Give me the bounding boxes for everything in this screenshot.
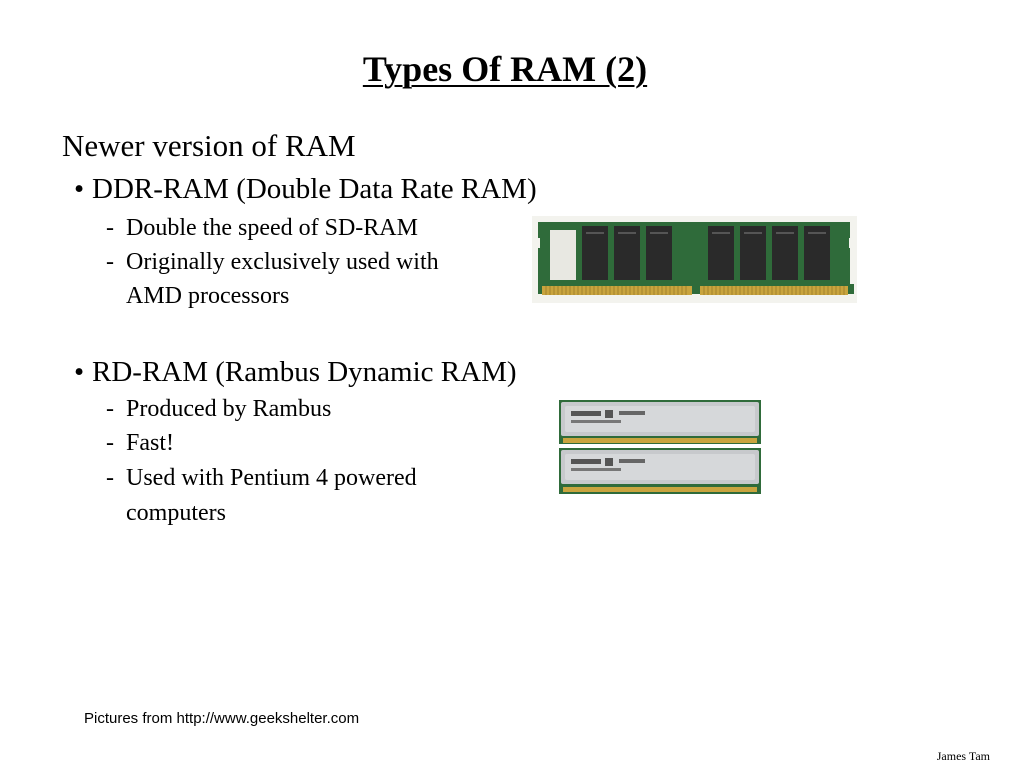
sub-point: -Produced by Rambus [106,396,331,423]
bullet-dot-icon: • [74,173,85,205]
author-name: James Tam [936,749,990,763]
sub-point: -Originally exclusively used with [106,249,439,276]
bullet-label: RD-RAM (Rambus Dynamic RAM) [92,356,517,388]
dash-icon: - [106,215,114,241]
slide-title: Types Of RAM (2) [362,49,648,89]
rdram-module-icon [557,398,763,497]
sub-point-continuation: AMD processors [126,283,290,309]
bullet-rd-ram: •RD-RAM (Rambus Dynamic RAM) [74,356,517,389]
sub-point-continuation: computers [126,500,226,526]
bullet-label: DDR-RAM (Double Data Rate RAM) [92,173,537,205]
sub-point-text: Used with Pentium 4 powered [126,465,417,491]
intro-text: Newer version of RAM [62,128,356,163]
dash-icon: - [106,465,114,491]
sub-point: -Used with Pentium 4 powered [106,465,417,492]
ddr-ram-module-image [532,216,857,303]
sub-point-text: Originally exclusively used with [126,249,439,275]
rdram-module-image [557,398,763,497]
bullet-dot-icon: • [74,356,85,388]
dash-icon: - [106,396,114,422]
ddr-ram-module-icon [532,216,857,303]
dash-icon: - [106,430,114,456]
image-source-note: Pictures from http://www.geekshelter.com [84,710,360,727]
dash-icon: - [106,249,114,275]
sub-point: -Fast! [106,430,174,457]
sub-point: -Double the speed of SD-RAM [106,215,418,242]
sub-point-text: Produced by Rambus [126,396,332,422]
bullet-ddr-ram: •DDR-RAM (Double Data Rate RAM) [74,173,537,206]
sub-point-text: Fast! [126,430,174,456]
sub-point-text: Double the speed of SD-RAM [126,215,418,241]
